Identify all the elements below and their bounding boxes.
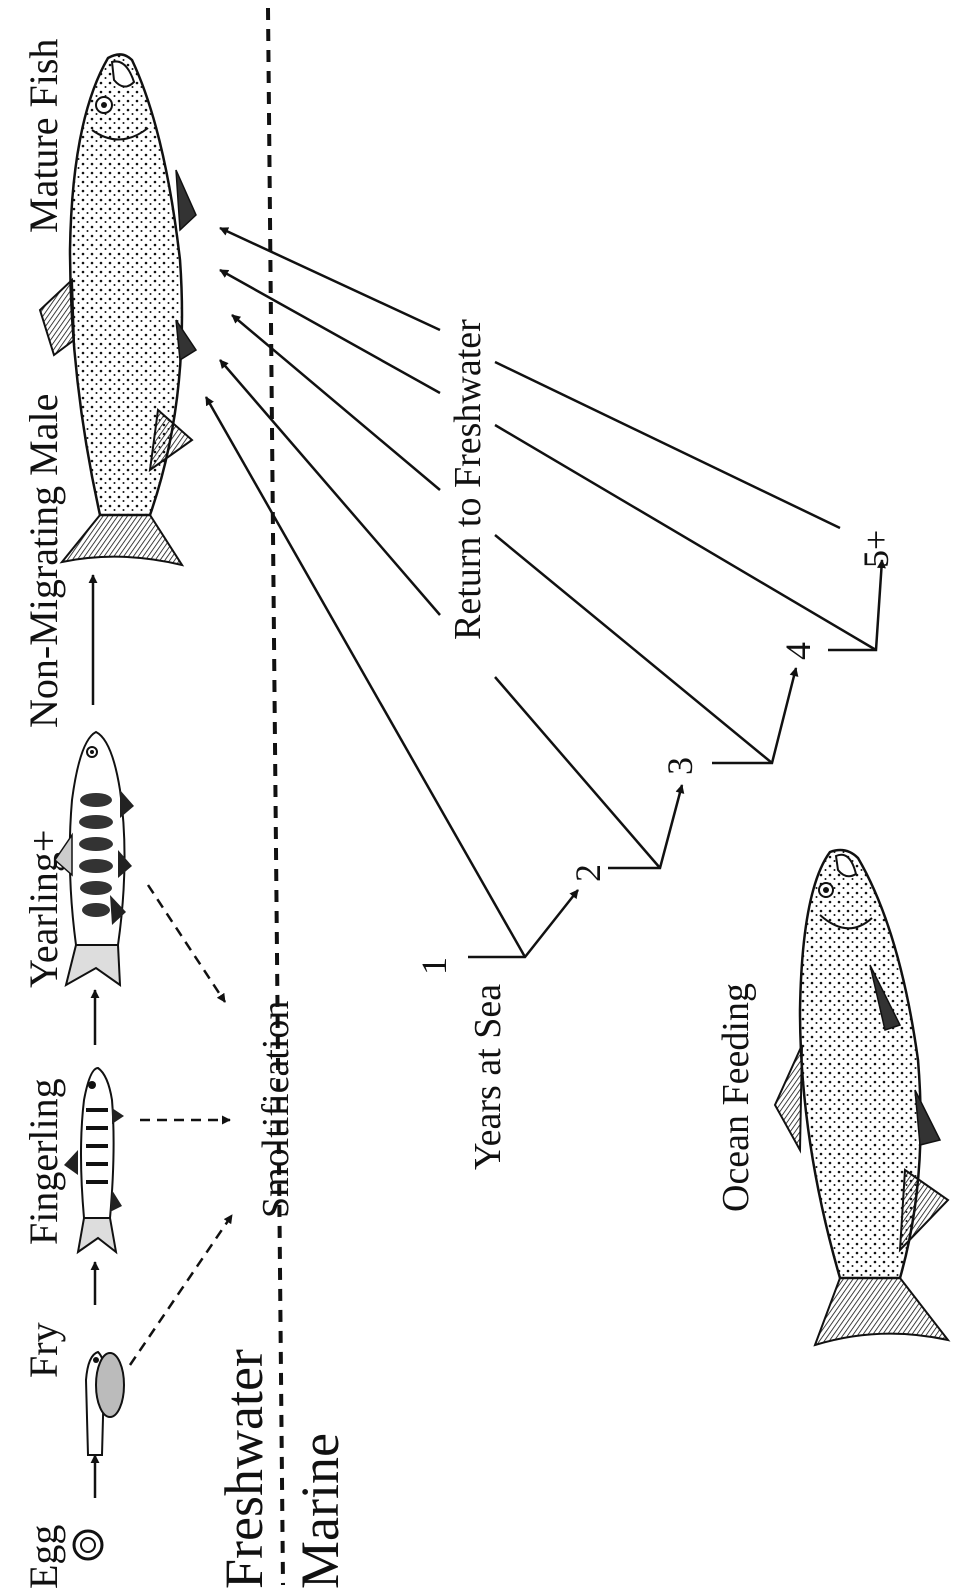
- sea-year-4: 4: [778, 642, 818, 660]
- growth-arrows: [88, 574, 100, 1498]
- smoltification-arrows: [128, 884, 234, 1366]
- label-smoltification: Smoltification: [255, 1001, 297, 1218]
- sea-year-2: 2: [568, 864, 608, 882]
- egg-illustration: [72, 1529, 104, 1561]
- sea-year-5plus: 5+: [856, 530, 896, 568]
- label-return-to-freshwater: Return to Freshwater: [447, 319, 489, 640]
- freshwater-marine-boundary: [266, 7, 285, 1586]
- label-egg: Egg: [21, 1525, 66, 1589]
- label-fingerling: Fingerling: [21, 1078, 66, 1245]
- label-years-at-sea: Years at Sea: [467, 984, 509, 1170]
- fingerling-illustration: [64, 1066, 124, 1255]
- label-marine: Marine: [290, 1433, 350, 1589]
- sea-year-3: 3: [660, 757, 700, 775]
- return-arrows: [204, 226, 877, 958]
- label-freshwater: Freshwater: [214, 1349, 274, 1589]
- ocean-fish-illustration: [773, 848, 951, 1347]
- fry-illustration: [84, 1350, 125, 1456]
- sea-year-1: 1: [414, 957, 454, 975]
- sea-year-numbers: 1 2 3 4 5+: [414, 530, 896, 975]
- label-non-migrating-male: Non-Migrating Male: [21, 394, 66, 728]
- label-mature-fish: Mature Fish: [21, 39, 66, 233]
- label-ocean-feeding: Ocean Feeding: [715, 983, 757, 1212]
- arrow-yearling-to-smoltification: [146, 884, 227, 1003]
- arrow-fry-to-smoltification: [128, 1214, 234, 1366]
- mature-fish-illustration: [38, 53, 198, 567]
- yearling-illustration: [54, 730, 134, 988]
- label-fry: Fry: [21, 1322, 66, 1378]
